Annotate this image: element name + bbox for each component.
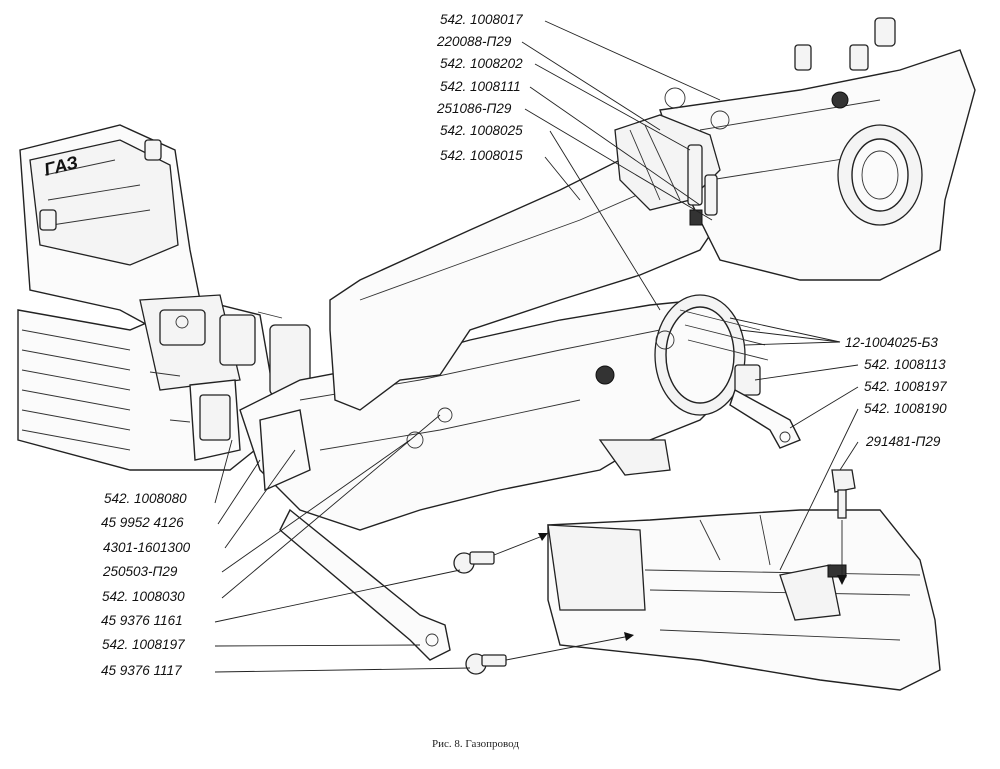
label-45-9376-1117: 45 9376 1117	[101, 663, 182, 678]
label-542-1008030: 542. 1008030	[102, 589, 185, 604]
support-brackets	[279, 388, 801, 661]
leader-lines	[214, 20, 859, 673]
label-45-9376-1161: 45 9376 1161	[101, 613, 183, 628]
label-542-1008197-left: 542. 1008197	[102, 637, 185, 652]
label-542-1008080: 542. 1008080	[104, 491, 187, 506]
cylinder-head	[17, 124, 311, 471]
bolts	[453, 469, 856, 675]
label-542-1008197-right: 542. 1008197	[864, 379, 947, 394]
label-12-1004025-b3: 12-1004025-Б3	[845, 335, 938, 350]
label-251086-p29: 251086-П29	[437, 101, 512, 116]
assembly-arrows	[493, 520, 847, 661]
label-542-1008017: 542. 1008017	[440, 12, 523, 27]
label-4301-1601300: 4301-1601300	[103, 540, 191, 555]
label-291481-p29: 291481-П29	[866, 434, 941, 449]
label-542-1008111: 542. 1008111	[440, 79, 521, 94]
inlet-manifold	[329, 17, 976, 411]
pipe-clamp	[614, 114, 721, 226]
label-542-1008015: 542. 1008015	[440, 148, 523, 163]
figure-caption: Рис. 8. Газопровод	[432, 738, 519, 750]
label-542-1008202: 542. 1008202	[440, 56, 523, 71]
label-220088-p29: 220088-П29	[437, 34, 512, 49]
label-542-1008025: 542. 1008025	[440, 123, 523, 138]
label-250503-p29: 250503-П29	[103, 564, 178, 579]
label-542-1008113: 542. 1008113	[864, 357, 946, 372]
label-542-1008190: 542. 1008190	[864, 401, 947, 416]
pipe-clamp-lower	[654, 294, 769, 416]
label-45-9952-4126: 45 9952 4126	[101, 515, 184, 530]
exhaust-pipe-body	[547, 509, 941, 691]
exhaust-manifold	[239, 299, 741, 531]
